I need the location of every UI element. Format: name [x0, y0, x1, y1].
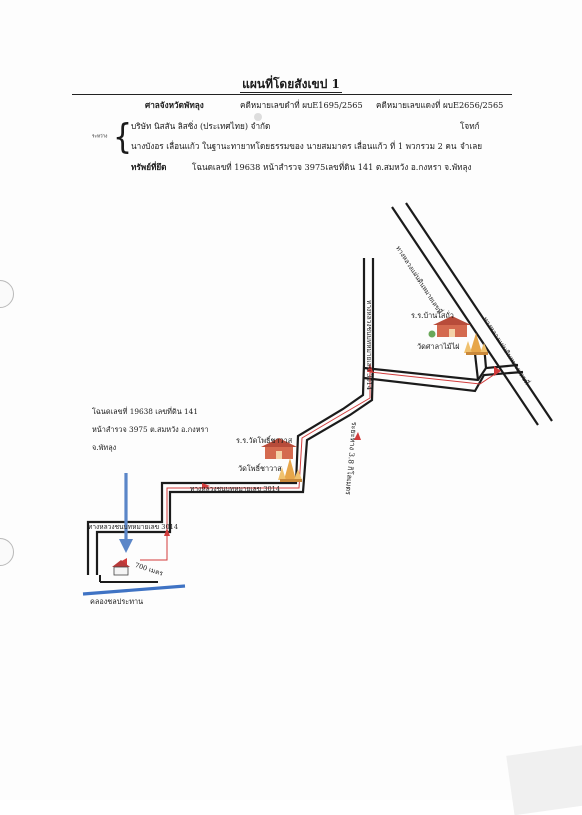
- between-label: ระหว่าง: [92, 133, 108, 139]
- school-icon: [428, 316, 471, 338]
- document-title: แผนที่โดยสังเขป 1: [240, 77, 342, 93]
- highway-road: [391, 202, 553, 426]
- title-rule: [72, 94, 512, 95]
- plot-road: [99, 575, 158, 583]
- route-line: [140, 371, 499, 561]
- plaintiff-name: บริษัท นิสสัน ลิสซิ่ง (ประเทศไทย) จำกัด: [131, 121, 271, 131]
- property-label: ทรัพย์ที่ยึด: [131, 162, 167, 172]
- canal-label: คลองชลประทาน: [90, 597, 144, 606]
- route-arrows: [120, 364, 501, 566]
- red-case-number: คดีหมายเลขแดงที่ ผบE2656/2565: [376, 100, 504, 110]
- temple-icon: [464, 333, 488, 355]
- plot-note-line: หน้าสำรวจ 3975 ต.สมหวัง อ.กงหรา: [92, 425, 209, 434]
- school-top-label: ร.ร.บ้านไสถั่ว: [411, 311, 454, 320]
- house-icon: [112, 560, 130, 576]
- property-detail: โฉนดเลขที่ 19638 หน้าสำรวจ 3975เลขที่ดิน…: [192, 162, 472, 172]
- plot-note: โฉนดเลขที่ 19638 เลขที่ดิน 141 หน้าสำรวจ…: [92, 403, 209, 457]
- school-icon: [261, 438, 297, 459]
- plaintiff-role: โจทก์: [460, 121, 480, 131]
- temple-top-label: วัดศาลาไม้ไผ่: [417, 342, 460, 351]
- defendant-role: จำเลย: [460, 141, 483, 151]
- temple-mid-label: วัดโพธิ์ชาวาส: [238, 464, 282, 473]
- road-3014-middle-label: ทางหลวงชนบทหมายเลข 3014: [190, 485, 281, 493]
- court-name: ศาลจังหวัดพัทลุง: [145, 100, 204, 110]
- black-case-number: คดีหมายเลขดำที่ ผบE1695/2565: [240, 100, 363, 110]
- arrow-down-icon: [119, 473, 133, 553]
- school-mid-label: ร.ร.วัดโพธิ์ชาวาส: [236, 436, 293, 445]
- road-3014-vertical-label: ทางหลวงชนบทหมายเลข 3014: [365, 300, 373, 391]
- canal: [82, 584, 186, 596]
- temple-icon: [278, 458, 302, 482]
- plot-note-line: โฉนดเลขที่ 19638 เลขที่ดิน 141: [92, 407, 198, 416]
- defendant-name: นางบังอร เลื่อนแก้ว ในฐานะทายาทโดยธรรมขอ…: [131, 141, 457, 151]
- party-brace: {: [113, 117, 133, 158]
- plot-note-line: จ.พัทลุง: [92, 443, 117, 452]
- road-3014-lower-label: ทางหลวงชนบทหมายเลข 3014: [88, 523, 179, 531]
